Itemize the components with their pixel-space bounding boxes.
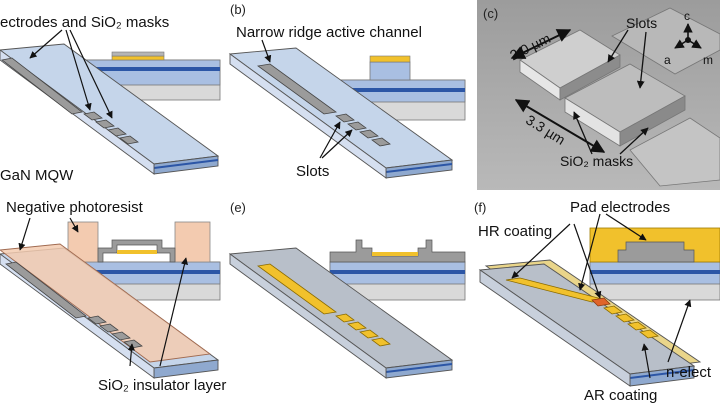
panel-f-pointer-line xyxy=(511,223,571,279)
panel-e: (e) xyxy=(228,200,466,379)
panel-b-device-slab xyxy=(228,47,454,179)
panel-c: (c) 2.0 µm 3.3 µm Slots SiO₂ masks xyxy=(477,0,720,190)
panel-f-ar-label: AR coating xyxy=(584,387,657,404)
panel-f-cross-section xyxy=(589,227,720,301)
panel-b-pointer-line xyxy=(321,129,353,159)
panel-f-letter: (f) xyxy=(474,200,486,215)
panel-a-pointer-line xyxy=(65,29,92,111)
axis-c-label: c xyxy=(684,9,690,23)
axis-m-label: m xyxy=(703,53,713,67)
panel-d-device-slab xyxy=(0,243,220,379)
panel-a-pointer-line xyxy=(29,29,63,59)
panel-b-ridge-label: Narrow ridge active channel xyxy=(236,24,422,41)
panel-f-pointer-line xyxy=(667,299,692,363)
panel-e-device-slab xyxy=(228,247,454,379)
axis-a-label: a xyxy=(664,53,671,67)
sem-slots-label: Slots xyxy=(626,15,657,31)
panel-d-pointer-line xyxy=(69,217,79,233)
panel-f-pad-label: Pad electrodes xyxy=(570,199,670,216)
panel-b-pointer-line xyxy=(261,39,272,63)
sem-mesa-blocks xyxy=(519,7,720,187)
panel-d-pointer-line xyxy=(159,257,188,367)
panel-f: (f) Pad electrodes HR coating xyxy=(474,199,720,404)
panel-b-pointer-line xyxy=(319,121,341,159)
panel-f-pointer-line xyxy=(605,213,647,241)
panel-d: Negative photoresist SiO₂ insulator laye… xyxy=(0,199,226,394)
panel-a-device-slab xyxy=(0,43,220,175)
panel-b: (b) Narrow ridge active channel Slots xyxy=(228,2,466,180)
panel-f-pointer-line xyxy=(578,213,601,291)
panel-b-slots-label: Slots xyxy=(296,163,329,180)
panel-e-letter: (e) xyxy=(230,200,246,215)
panel-a-electrodes-label: ectrodes and SiO₂ masks xyxy=(0,14,169,31)
panel-a: ectrodes and SiO₂ masks GaN MQW xyxy=(0,14,221,184)
panel-f-device-slab xyxy=(478,259,702,387)
panel-f-hr-label: HR coating xyxy=(478,223,552,240)
sem-dimension-arrow-3um xyxy=(514,99,606,153)
sem-masks-label: SiO₂ masks xyxy=(560,153,633,169)
panel-d-insulator-label: SiO₂ insulator layer xyxy=(98,377,226,394)
panel-d-pointer-line xyxy=(127,343,135,367)
panel-d-pointer-line xyxy=(18,217,31,251)
panel-b-letter: (b) xyxy=(230,2,246,17)
panel-f-pointer-line xyxy=(641,343,651,379)
panel-f-nelec-label: n-elect xyxy=(666,364,712,381)
sem-slots-pointer xyxy=(607,29,629,63)
panel-f-pointer-line xyxy=(573,223,602,299)
panel-e-cross-section xyxy=(329,239,466,301)
sem-masks-pointer xyxy=(573,111,593,155)
panel-c-letter: (c) xyxy=(483,6,498,21)
sem-slots-pointer xyxy=(636,31,647,89)
panel-a-pointer-line xyxy=(69,29,113,119)
panel-a-mqw-label: GaN MQW xyxy=(0,167,74,184)
sem-dimension-arrow-2um xyxy=(510,29,572,59)
crystal-axes-indicator: c a m xyxy=(664,9,713,67)
panel-d-photoresist-label: Negative photoresist xyxy=(6,199,144,216)
sem-masks-pointer xyxy=(619,127,649,155)
